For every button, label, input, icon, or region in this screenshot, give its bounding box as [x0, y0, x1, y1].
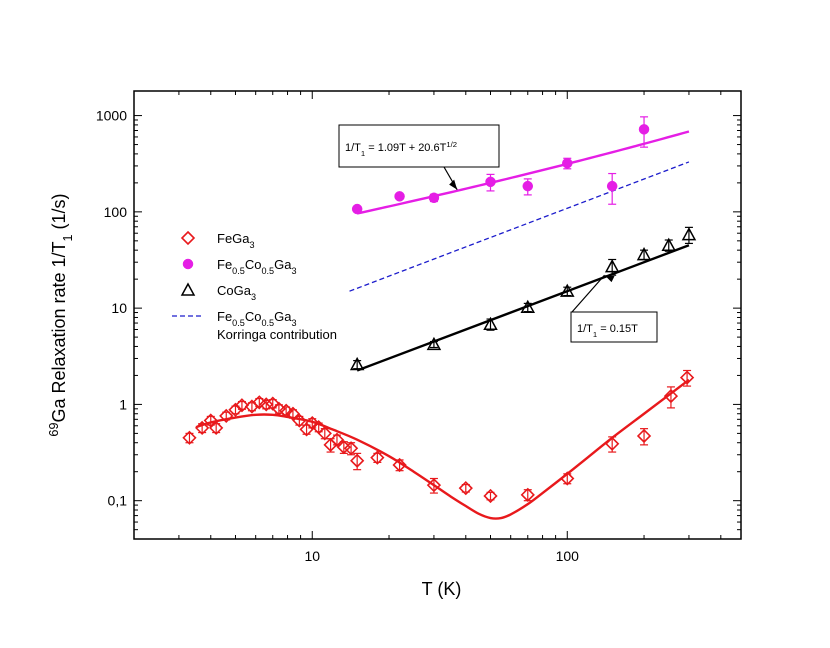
- data-point: [681, 227, 697, 241]
- annotation-text: 1/T1 = 0.15T: [577, 323, 638, 339]
- data-point: [350, 453, 365, 468]
- data-point: [485, 176, 496, 188]
- data-point: [343, 441, 359, 456]
- data-point: [520, 299, 536, 314]
- data-point: [317, 426, 332, 441]
- fit-line-coga3: [356, 244, 690, 372]
- legend-marker: [182, 258, 194, 270]
- data-point: [428, 192, 440, 204]
- data-point: [259, 397, 274, 412]
- data-point: [305, 415, 320, 431]
- annotation-arrow: [571, 274, 605, 313]
- data-point: [195, 420, 210, 436]
- x-tick-label: 10: [304, 548, 320, 564]
- fit-line-fe05co05ga3: [356, 130, 690, 215]
- y-tick-label: 10: [111, 300, 127, 316]
- minor-ticks: [134, 91, 741, 539]
- y-tick-label: 0,1: [108, 493, 128, 509]
- data-point: [663, 388, 679, 404]
- data-point: [520, 487, 535, 502]
- data-point: [219, 408, 234, 424]
- legend-label: Fe0.5Co0.5Ga3: [217, 309, 297, 328]
- data-point: [679, 370, 695, 385]
- y-tick-label: 100: [104, 204, 128, 220]
- x-axis-label: T (K): [422, 579, 462, 599]
- legend: FeGa3Fe0.5Co0.5Ga3CoGa3Fe0.5Co0.5Ga3Korr…: [172, 230, 337, 342]
- data-point: [394, 191, 405, 202]
- data-point: [605, 436, 620, 451]
- y-axis-label: 69Ga Relaxation rate 1/T1 (1/s): [47, 193, 75, 436]
- data-point: [636, 428, 652, 444]
- annotation-fe05-fit: 1/T1 = 1.09T + 20.6T1/2: [338, 124, 500, 190]
- legend-marker: [180, 230, 196, 246]
- data-layer: [182, 116, 697, 520]
- annotation-coga3-fit: 1/T1 = 0.15T: [570, 274, 658, 343]
- series-3: [349, 226, 697, 371]
- data-point: [661, 237, 677, 251]
- fit-curve-fega3: [195, 378, 690, 520]
- legend-label: FeGa3: [217, 231, 255, 250]
- data-point: [560, 283, 575, 297]
- data-point: [522, 180, 534, 192]
- legend-label-line2: Korringa contribution: [217, 327, 337, 342]
- data-point: [279, 403, 294, 418]
- data-point: [285, 406, 301, 421]
- data-point: [351, 203, 363, 215]
- data-point: [604, 259, 620, 273]
- data-point: [606, 180, 618, 192]
- korringa-line: [349, 161, 690, 292]
- data-point: [638, 124, 650, 135]
- annotation-box: [570, 311, 658, 343]
- data-point: [209, 420, 224, 436]
- legend-label: CoGa3: [217, 283, 256, 302]
- data-point: [636, 247, 652, 261]
- data-point: [292, 413, 307, 428]
- data-point: [370, 450, 385, 465]
- data-point: [392, 457, 407, 473]
- data-point: [234, 398, 250, 413]
- data-point: [182, 430, 197, 445]
- legend-marker: [180, 282, 196, 296]
- y-tick-label: 1000: [96, 108, 127, 124]
- data-point: [483, 488, 498, 504]
- annotation-text: 1/T1 = 1.09T + 20.6T1/2: [345, 140, 457, 158]
- data-point: [426, 478, 442, 493]
- plot-frame: [133, 90, 742, 540]
- arrow-head: [604, 275, 615, 283]
- x-tick-label: 100: [556, 548, 580, 564]
- series-1: [182, 369, 695, 504]
- data-point: [458, 481, 473, 496]
- data-point: [560, 471, 575, 486]
- data-point: [483, 316, 498, 331]
- data-point: [426, 336, 442, 351]
- series-2: [351, 116, 650, 215]
- data-point: [329, 432, 345, 447]
- data-point: [349, 356, 365, 371]
- arrow-head: [449, 179, 458, 190]
- data-point: [562, 157, 573, 169]
- annotation-box: [338, 124, 500, 168]
- legend-label: Fe0.5Co0.5Ga3: [217, 257, 297, 276]
- y-tick-label: 1: [119, 396, 127, 412]
